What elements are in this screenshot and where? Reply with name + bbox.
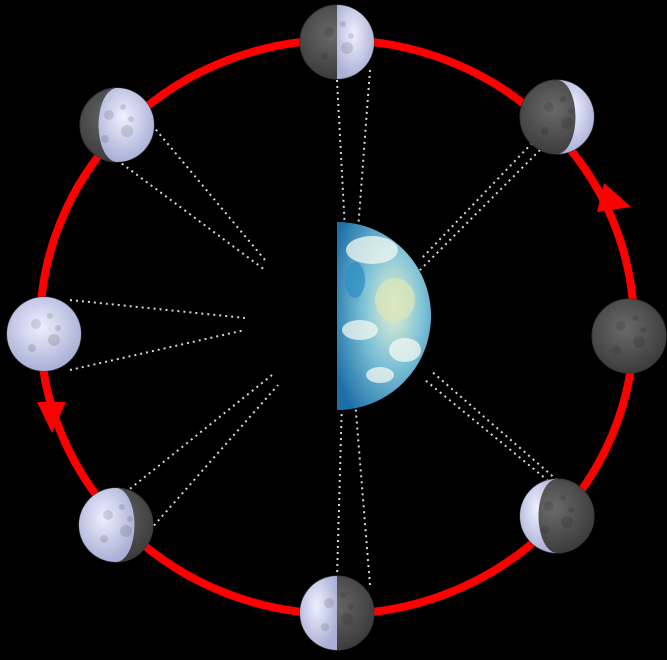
sightline — [337, 80, 345, 230]
waning-gibbous-moon-icon — [79, 488, 153, 562]
sightline — [152, 125, 265, 260]
last-quarter-moon-icon — [300, 576, 374, 650]
sightline — [117, 160, 265, 270]
waxing-crescent-moon-icon — [520, 80, 594, 154]
sightline — [116, 375, 272, 500]
first-quarter-moon-icon — [300, 5, 374, 79]
waxing-gibbous-moon-icon — [80, 88, 154, 162]
moon-phases — [7, 5, 666, 650]
sightline — [415, 150, 540, 275]
full-moon-icon — [7, 297, 81, 371]
waning-crescent-moon-icon — [520, 479, 594, 553]
sightline — [150, 385, 278, 530]
new-moon-icon — [592, 299, 666, 373]
sightline — [70, 300, 245, 318]
sightline — [355, 400, 370, 585]
sightline — [358, 70, 370, 230]
orbit-direction-arrow-right — [597, 183, 631, 212]
sightline — [337, 400, 342, 578]
earth-half-lit-icon — [337, 222, 431, 410]
sightline — [430, 370, 557, 480]
sightline — [70, 330, 245, 370]
